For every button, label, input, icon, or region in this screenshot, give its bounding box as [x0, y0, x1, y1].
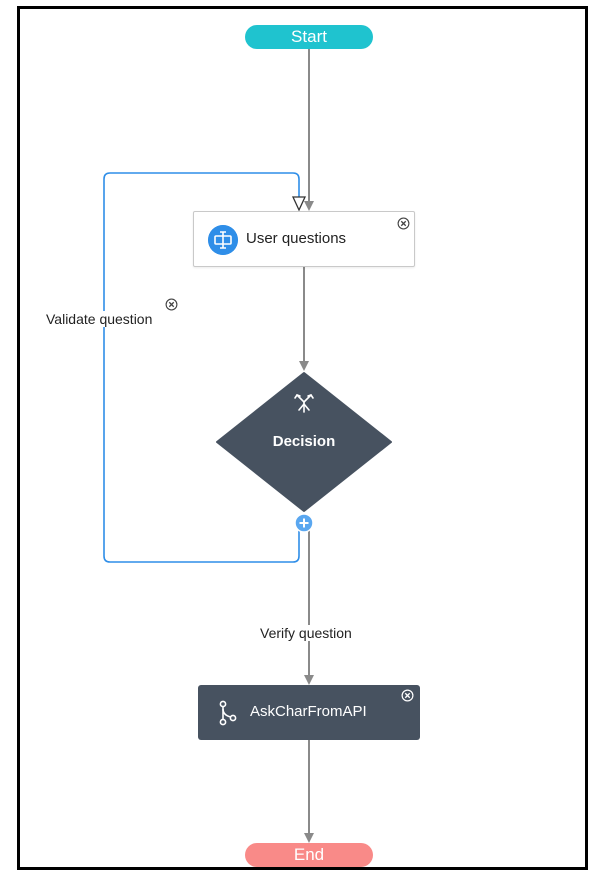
remove-task-close-icon[interactable] — [397, 217, 410, 230]
validate-question-label: Validate question — [46, 311, 153, 327]
arrowhead-start-to-task — [304, 201, 314, 211]
end-label: End — [293, 845, 325, 864]
branch-icon — [219, 700, 237, 726]
decision-label: Decision — [272, 433, 336, 450]
arrowhead-loop-hollow — [291, 196, 307, 212]
remove-subprocess-close-icon[interactable] — [401, 689, 414, 702]
decision-node[interactable] — [216, 372, 392, 512]
split-arrows-icon — [294, 394, 314, 413]
add-branch-button[interactable] — [294, 513, 314, 533]
verify-question-label: Verify question — [259, 625, 353, 641]
arrowhead-task-to-decision — [299, 361, 309, 371]
form-icon — [208, 225, 238, 255]
user-questions-task[interactable]: User questions — [193, 211, 415, 267]
ask-char-from-api-node[interactable]: AskCharFromAPI — [198, 685, 420, 740]
arrowhead-subprocess-to-end — [304, 833, 314, 843]
arrowhead-decision-to-subprocess — [304, 675, 314, 685]
start-node[interactable]: Start — [245, 25, 373, 49]
remove-validate-edge-close-icon[interactable] — [165, 298, 178, 311]
user-questions-label: User questions — [246, 230, 347, 247]
ask-char-from-api-label: AskCharFromAPI — [250, 703, 367, 720]
start-label: Start — [291, 27, 327, 46]
edge-validate-question-loop[interactable] — [103, 172, 300, 563]
end-node[interactable]: End — [245, 843, 373, 867]
